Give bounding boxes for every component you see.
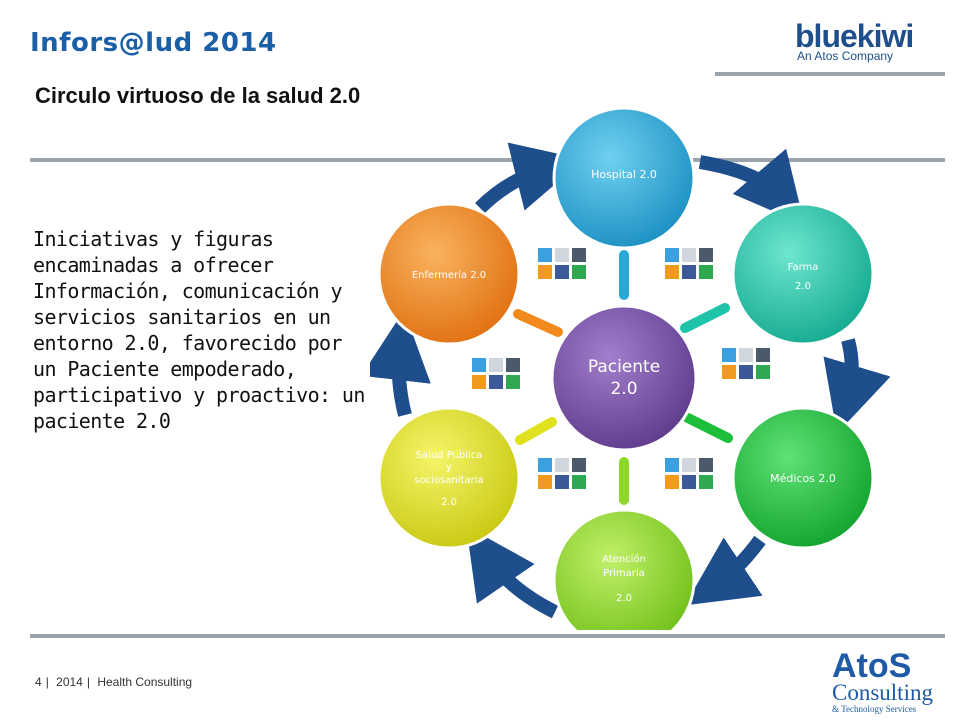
footer-separator: | bbox=[45, 675, 49, 689]
slide-subtitle: Circulo virtuoso de la salud 2.0 bbox=[35, 83, 361, 108]
cycle-ring bbox=[370, 142, 890, 619]
bluekiwi-logo: bluekiwi An Atos Company bbox=[795, 18, 914, 63]
node-salud-publica: Salud Pública y sociosanitaria 2.0 bbox=[377, 406, 521, 550]
header-divider bbox=[715, 72, 945, 76]
node-medicos: Médicos 2.0 bbox=[731, 406, 875, 550]
presentation-title: Infors@lud 2014 bbox=[30, 28, 277, 58]
social-icons-cluster bbox=[472, 358, 520, 389]
footer-page-number: 4 bbox=[35, 675, 42, 689]
social-icon-clusters bbox=[472, 248, 770, 489]
node-salud-label-line3: sociosanitaria bbox=[414, 475, 483, 486]
node-salud-label-line2: y bbox=[446, 462, 452, 473]
node-atencion-primaria: Atención Primaria 2.0 bbox=[552, 508, 696, 630]
social-icons-cluster bbox=[538, 458, 586, 489]
atos-logo-tagline: & Technology Services bbox=[832, 704, 917, 714]
social-icons-cluster bbox=[665, 458, 713, 489]
center-node-label-line1: Paciente bbox=[588, 357, 660, 377]
node-farma-label-line1: Farma bbox=[788, 262, 819, 273]
social-icons-cluster bbox=[722, 348, 770, 379]
node-hospital: Hospital 2.0 bbox=[552, 106, 696, 250]
spoke-enfermeria bbox=[513, 309, 563, 337]
node-farma-label-line2: 2.0 bbox=[795, 281, 811, 292]
node-atencion-label-line1: Atención bbox=[602, 553, 646, 565]
bluekiwi-logo-tagline: An Atos Company bbox=[797, 49, 894, 63]
intro-paragraph: Iniciativas y figuras encaminadas a ofre… bbox=[33, 227, 365, 433]
center-node-paciente: Paciente 2.0 bbox=[550, 304, 698, 452]
spoke-medicos bbox=[683, 413, 733, 443]
atos-logo-consulting: Consulting bbox=[832, 680, 933, 705]
spoke-farma bbox=[680, 303, 730, 333]
node-atencion-label-line3: 2.0 bbox=[616, 593, 632, 604]
social-icons-cluster bbox=[538, 248, 586, 279]
ring-arrow-medicos-atencion bbox=[684, 535, 766, 606]
footer: 4| 2014| Health Consulting bbox=[35, 675, 196, 689]
footer-unit: Health Consulting bbox=[97, 675, 193, 689]
content-divider-top bbox=[30, 158, 945, 162]
social-icons-cluster bbox=[665, 248, 713, 279]
ring-arrow-hospital-farma bbox=[698, 148, 805, 225]
footer-year: 2014 bbox=[56, 675, 83, 689]
atos-consulting-logo: AtoS Consulting & Technology Services bbox=[832, 647, 933, 714]
node-farma: Farma 2.0 bbox=[731, 202, 875, 346]
node-enfermeria-label: Enfermería 2.0 bbox=[412, 269, 486, 281]
health-cycle-diagram: Paciente 2.0 Hospital 2.0 Farma 2.0 Médi… bbox=[370, 106, 890, 630]
node-hospital-label: Hospital 2.0 bbox=[591, 168, 657, 181]
ring-arrow-atencion-salud bbox=[466, 526, 559, 619]
content-divider-bottom bbox=[30, 634, 945, 638]
atos-logo-text: AtoS bbox=[832, 647, 912, 685]
node-enfermeria: Enfermería 2.0 bbox=[377, 202, 521, 346]
footer-separator: | bbox=[86, 675, 90, 689]
center-node-label-line2: 2.0 bbox=[610, 379, 637, 399]
spoke-salud bbox=[515, 417, 557, 445]
node-atencion-label-line2: Primaria bbox=[603, 568, 645, 579]
spoke-arrows bbox=[513, 250, 733, 505]
ring-arrow-farma-medicos bbox=[823, 338, 890, 434]
ring-arrow-enfermeria-hospital bbox=[475, 142, 584, 214]
node-salud-label-line1: Salud Pública bbox=[416, 449, 483, 461]
node-salud-label-line4: 2.0 bbox=[441, 497, 457, 508]
ring-arrow-salud-enfermeria bbox=[370, 310, 431, 417]
bluekiwi-logo-text: bluekiwi bbox=[795, 18, 914, 54]
node-medicos-label: Médicos 2.0 bbox=[770, 472, 836, 485]
